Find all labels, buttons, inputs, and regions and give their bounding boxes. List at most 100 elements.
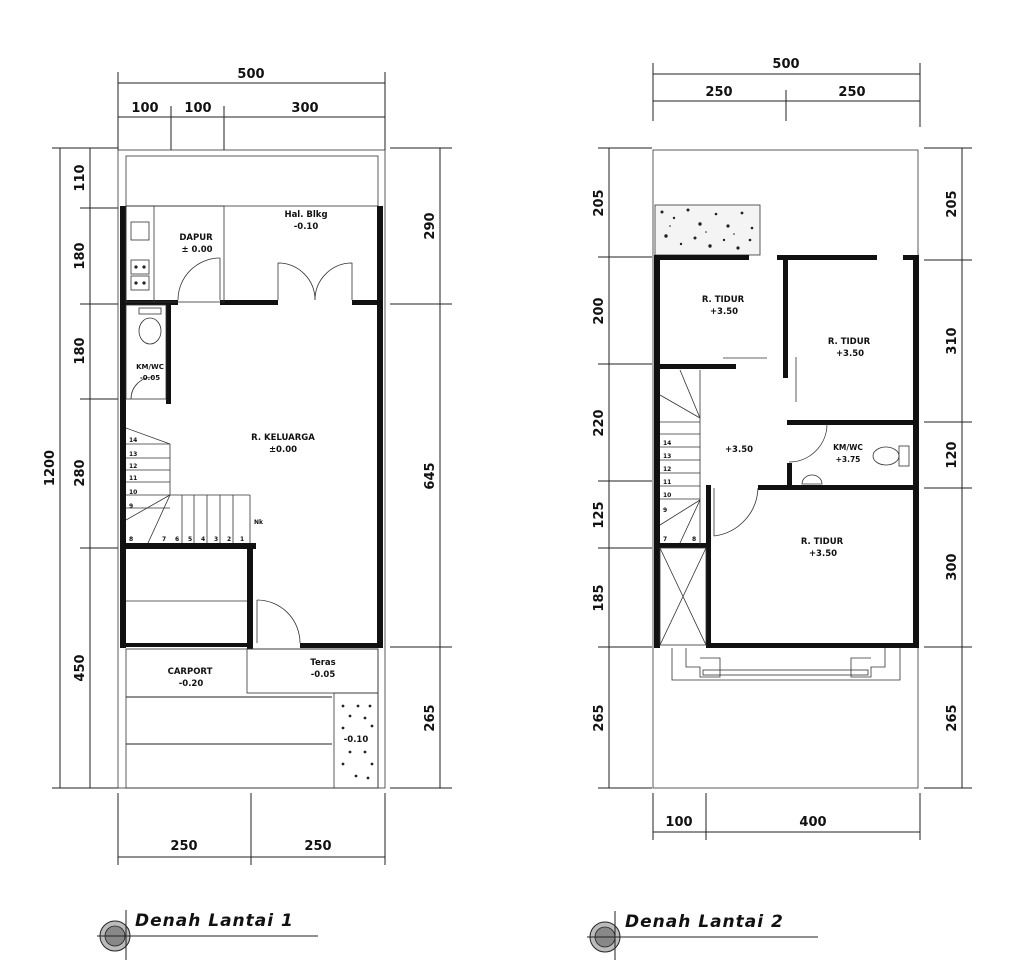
svg-text:8: 8 <box>692 536 696 543</box>
svg-text:10: 10 <box>663 492 671 499</box>
garden-planter <box>333 692 379 789</box>
top-dimensions-lantai-1: 500 100 100 300 <box>117 67 386 150</box>
right-dimensions-lantai-2: 205 310 120 300 265 <box>924 147 972 789</box>
svg-text:9: 9 <box>663 507 667 514</box>
room-level-km-wc: -0.05 <box>140 374 160 382</box>
dim-left-seg-4: 280 <box>73 459 88 486</box>
svg-text:2: 2 <box>227 536 231 543</box>
staircase-lantai-1: 8 7 6 5 4 3 2 1 9 10 11 12 13 14 Nk <box>125 427 264 544</box>
plan-title-lantai-2: Denah Lantai 2 <box>587 911 818 960</box>
dim-bottom-seg-1: 100 <box>665 815 692 830</box>
walls-lantai-1 <box>120 206 383 649</box>
dim-left-seg-5: 450 <box>73 654 88 681</box>
svg-text:12: 12 <box>663 466 671 473</box>
dim-right-seg-4: 300 <box>945 553 960 580</box>
dim-top-total: 500 <box>772 57 799 72</box>
dim-left-seg-2: 200 <box>592 297 607 324</box>
front-door-swing <box>256 599 301 644</box>
dim-top-seg-3: 300 <box>291 101 318 116</box>
svg-text:13: 13 <box>129 451 137 458</box>
svg-text:11: 11 <box>663 479 671 486</box>
svg-text:8: 8 <box>129 536 133 543</box>
room-name-r-tidur-3: R. TIDUR <box>801 537 844 547</box>
svg-text:7: 7 <box>663 536 667 543</box>
room-level-teras: -0.05 <box>311 670 336 680</box>
svg-text:7: 7 <box>162 536 166 543</box>
sink-icon <box>130 221 150 241</box>
dim-bottom-seg-1: 250 <box>170 839 197 854</box>
dim-top-seg-1: 100 <box>131 101 158 116</box>
wc-outline <box>125 304 167 400</box>
staircase-lantai-2: 7 8 9 10 11 12 13 14 <box>659 369 701 545</box>
dim-bottom-seg-2: 250 <box>304 839 331 854</box>
kitchen-counter <box>125 205 155 303</box>
svg-text:6: 6 <box>175 536 179 543</box>
plan-title-text: Denah Lantai 2 <box>625 912 784 932</box>
front-area-outline <box>125 648 379 789</box>
balcony-lantai-2 <box>671 648 901 681</box>
site-boundary-lantai-1 <box>117 149 386 789</box>
room-level-r-tidur-2: +3.50 <box>836 349 864 359</box>
room-name-km-wc: KM/WC <box>136 363 164 371</box>
dim-left-seg-1: 205 <box>592 189 607 216</box>
dim-top-total: 500 <box>237 67 264 82</box>
room-level-r-keluarga: ±0.00 <box>269 445 297 455</box>
dim-left-seg-1: 110 <box>73 164 88 191</box>
backyard-door-left <box>277 262 316 301</box>
dim-right-seg-1: 290 <box>423 212 438 239</box>
dim-left-seg-2: 180 <box>73 242 88 269</box>
room-name-r-keluarga: R. KELUARGA <box>251 433 315 443</box>
svg-text:14: 14 <box>129 437 137 444</box>
dim-left-seg-6: 265 <box>592 704 607 731</box>
svg-text:4: 4 <box>201 536 205 543</box>
dim-right-seg-1: 205 <box>945 190 960 217</box>
left-dimensions-lantai-2: 205 200 220 125 185 265 <box>592 147 652 789</box>
dim-right-seg-2: 310 <box>945 327 960 354</box>
room-level-carport: -0.20 <box>179 679 204 689</box>
dim-left-seg-3: 220 <box>592 409 607 436</box>
dim-top-seg-2: 250 <box>838 85 865 100</box>
room-name-dapur: DAPUR <box>179 233 213 243</box>
room-level-hal-blkg: -0.10 <box>294 222 319 232</box>
room-name-r-tidur-1: R. TIDUR <box>702 295 745 305</box>
room-level-hall: +3.50 <box>725 445 753 455</box>
room-name-carport: CARPORT <box>168 667 213 677</box>
plan-lantai-1: 500 100 100 300 1200 110 180 180 280 450 <box>43 67 452 960</box>
svg-text:3: 3 <box>214 536 218 543</box>
toilet-icon <box>138 317 162 345</box>
dim-right-seg-3: 265 <box>423 704 438 731</box>
svg-text:Nk: Nk <box>254 519 264 526</box>
backyard-door-right <box>314 262 353 301</box>
room-level-r-tidur-1: +3.50 <box>710 307 738 317</box>
dim-left-total: 1200 <box>43 450 58 486</box>
dim-top-seg-2: 100 <box>184 101 211 116</box>
backyard-outline <box>125 155 379 207</box>
plan-title-text: Denah Lantai 1 <box>135 911 294 931</box>
dim-right-seg-3: 120 <box>945 441 960 468</box>
room-name-r-tidur-2: R. TIDUR <box>828 337 871 347</box>
left-dimensions-lantai-1: 1200 110 180 180 280 450 <box>43 147 118 789</box>
walls-lantai-2 <box>654 255 919 648</box>
toilet-icon <box>872 446 900 466</box>
teras-outline <box>246 648 379 694</box>
bedroom-door-swing <box>713 487 759 537</box>
plan-lantai-2: 500 250 250 205 200 220 125 185 265 <box>587 57 972 960</box>
svg-text:14: 14 <box>663 440 671 447</box>
bottom-dimensions-lantai-1: 250 250 <box>117 793 386 865</box>
svg-text:10: 10 <box>129 489 137 496</box>
gravel-pattern <box>660 208 754 250</box>
room-level-r-tidur-3: +3.50 <box>809 549 837 559</box>
right-dimensions-lantai-1: 290 645 265 <box>390 147 452 789</box>
dim-bottom-seg-2: 400 <box>799 815 826 830</box>
stair-void <box>659 547 707 646</box>
dim-top-seg-1: 250 <box>705 85 732 100</box>
bottom-dimensions-lantai-2: 100 400 <box>652 793 921 840</box>
room-name-teras: Teras <box>310 658 335 668</box>
svg-text:9: 9 <box>129 503 133 510</box>
svg-text:1: 1 <box>240 536 244 543</box>
dim-left-seg-4: 125 <box>592 501 607 528</box>
room-level-dapur: ± 0.00 <box>181 245 212 255</box>
svg-text:5: 5 <box>188 536 192 543</box>
kitchen-door-swing <box>177 257 221 301</box>
dim-right-seg-5: 265 <box>945 704 960 731</box>
